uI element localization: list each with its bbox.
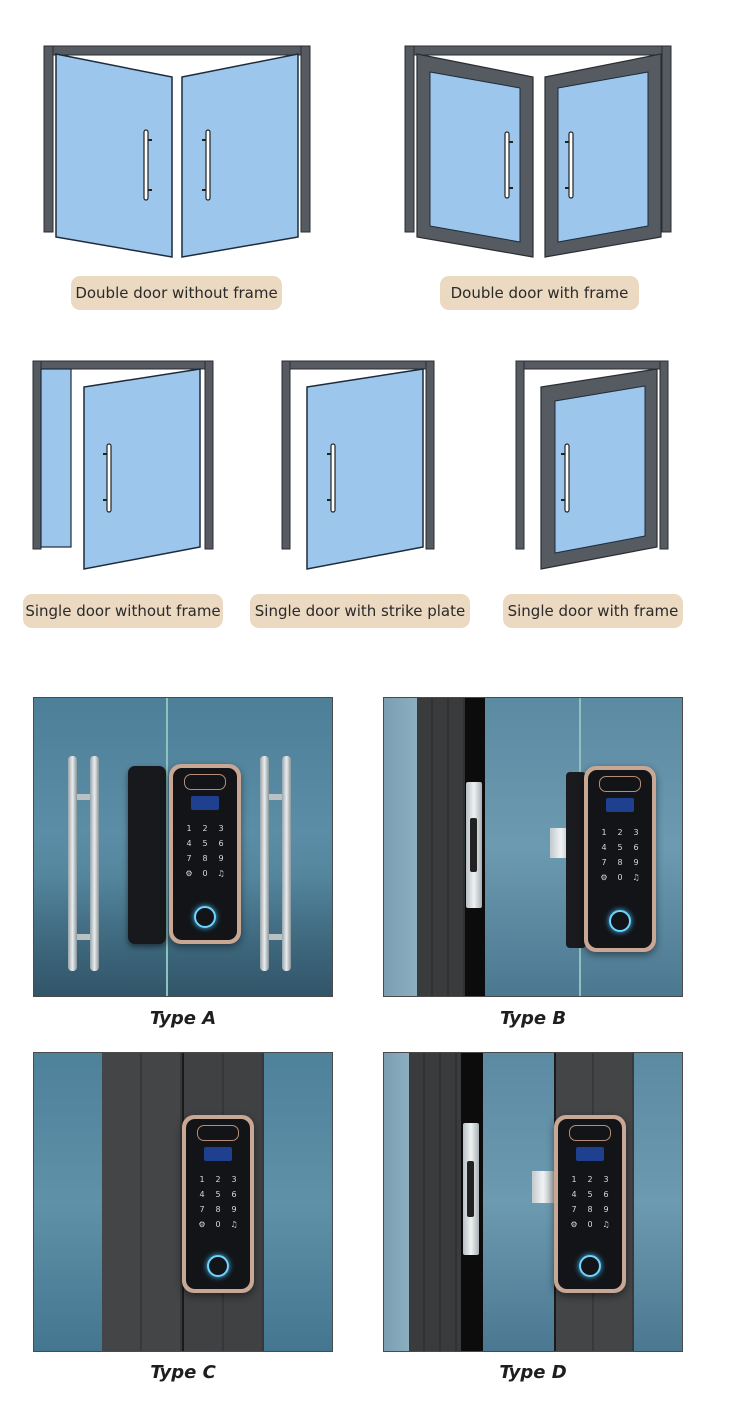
label-single-door-with-strike-plate: Single door with strike plate bbox=[250, 594, 470, 628]
single-door-with-frame-diagram bbox=[515, 360, 669, 570]
single-door-with-strike-plate-diagram bbox=[281, 360, 435, 570]
double-door-without-frame-diagram bbox=[43, 45, 311, 258]
type-a-label: Type A bbox=[149, 1008, 217, 1029]
label-single-door-with-frame: Single door with frame bbox=[503, 594, 683, 628]
single-door-without-frame-diagram bbox=[32, 360, 214, 570]
double-door-with-frame-diagram bbox=[404, 45, 672, 258]
label-single-door-without-frame: Single door without frame bbox=[23, 594, 223, 628]
type-b-label: Type B bbox=[499, 1008, 567, 1029]
door-type-diagrams bbox=[32, 45, 672, 570]
label-double-door-with-frame: Double door with frame bbox=[440, 276, 639, 310]
label-double-door-without-frame: Double door without frame bbox=[71, 276, 282, 310]
type-c-label: Type C bbox=[150, 1362, 216, 1383]
type-d-label: Type D bbox=[499, 1362, 567, 1383]
